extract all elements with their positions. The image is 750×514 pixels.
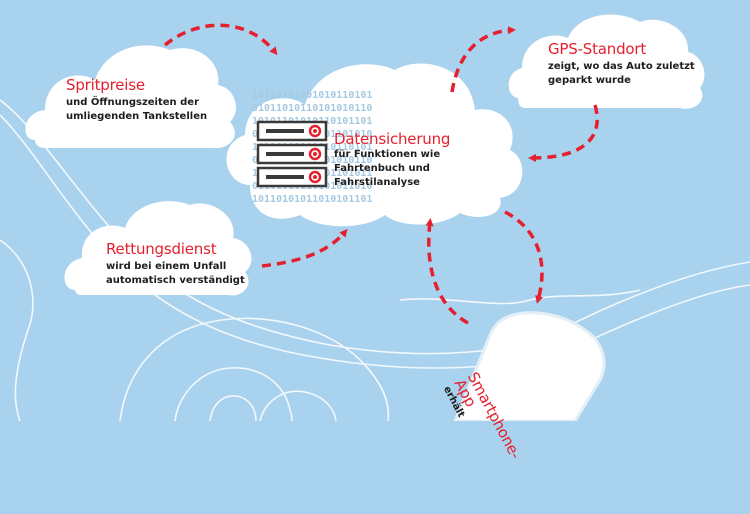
arrow-phone-to-cloud: [425, 218, 469, 325]
binary-row: 10110101011010101101: [252, 194, 372, 205]
fuel-line-1: und Öffnungszeiten der: [66, 97, 200, 108]
rescue-title: Rettungsdienst: [106, 240, 217, 258]
gps-node: GPS-Standort zeigt, wo das Auto zuletzt …: [548, 40, 695, 88]
smartphone-icon: [452, 311, 606, 423]
arrow-cloud-to-phone: [504, 210, 544, 304]
gps-cloud: [508, 14, 705, 109]
car-outline-lines: [0, 99, 750, 422]
fuel-title: Spritpreise: [66, 76, 145, 94]
gps-line-1: zeigt, wo das Auto zuletzt: [548, 61, 695, 72]
fuel-line-2: umliegenden Tankstellen: [66, 111, 208, 122]
diagram-canvas: 10110101001010110101 01011010110101010110…: [0, 14, 750, 462]
fuel-cloud: [25, 45, 237, 149]
rescue-line-1: wird bei einem Unfall: [106, 261, 227, 272]
rescue-node: Rettungsdienst wird bei einem Unfall aut…: [106, 240, 245, 288]
rescue-cloud: [64, 201, 252, 296]
arrow-cloud-to-gps: [450, 26, 516, 93]
server-icon: [256, 120, 328, 188]
backup-line-1: für Funktionen wie: [334, 149, 441, 160]
backup-line-2: Fahrtenbuch und: [334, 163, 430, 174]
fuel-node: Spritpreise und Öffnungszeiten der umlie…: [66, 76, 207, 124]
gps-title: GPS-Standort: [548, 40, 647, 58]
diagram-graphics: 10110101001010110101 01011010110101010110…: [0, 14, 750, 423]
backup-line-3: Fahrstilanalyse: [334, 177, 420, 188]
arrow-rescue-to-cloud: [261, 228, 348, 268]
arrow-fuel-to-cloud: [163, 23, 278, 56]
gps-line-2: geparkt wurde: [548, 75, 631, 86]
rescue-line-2: automatisch verständigt: [106, 275, 245, 286]
binary-row: 01011010110101010110: [252, 103, 372, 114]
backup-title: Datensicherung: [334, 130, 451, 148]
backup-node: Datensicherung für Funktionen wie Fahrte…: [334, 130, 450, 190]
binary-row: 10110101001010110101: [252, 90, 372, 101]
arrow-gps-to-cloud: [528, 104, 599, 162]
